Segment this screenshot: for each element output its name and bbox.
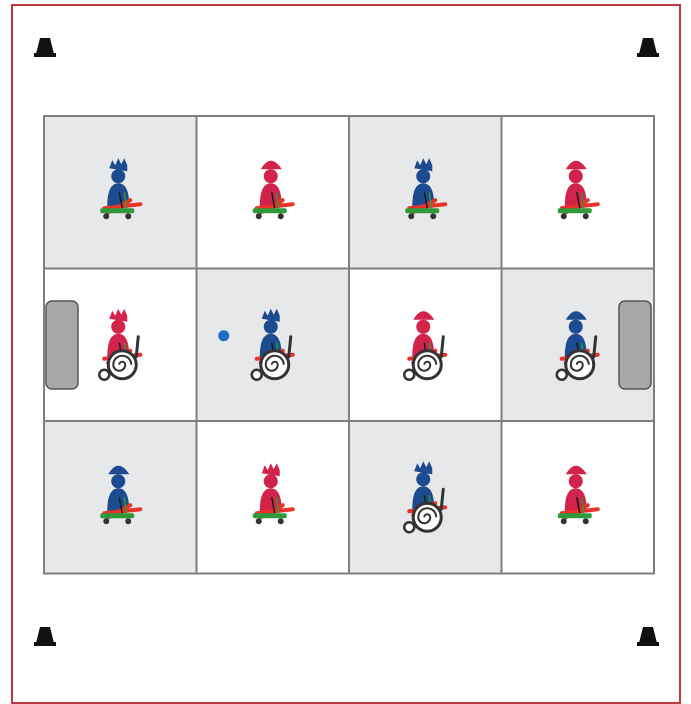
- scooter-board: [405, 208, 439, 213]
- caster-wheel: [404, 370, 414, 380]
- scooter-board: [253, 208, 287, 213]
- cone-bottom-right: [637, 627, 659, 646]
- scooter-wheel: [103, 213, 109, 219]
- scooter-board: [100, 513, 134, 518]
- chair-back: [289, 337, 291, 357]
- scooter-wheel: [256, 518, 262, 524]
- cone-top-left: [34, 38, 56, 57]
- chair-back: [441, 337, 443, 357]
- cone-top-right: [637, 38, 659, 57]
- head: [264, 320, 278, 334]
- head: [569, 474, 583, 488]
- caster-wheel: [252, 370, 262, 380]
- scooter-wheel: [583, 518, 589, 524]
- right-goal: [619, 301, 651, 389]
- head: [416, 320, 430, 334]
- chair-back: [136, 337, 138, 357]
- playing-field: [0, 0, 691, 675]
- head: [111, 474, 125, 488]
- scooter-board: [100, 208, 134, 213]
- left-goal: [46, 301, 78, 389]
- chair-back: [594, 337, 596, 357]
- head: [416, 472, 430, 486]
- scooter-board: [558, 513, 592, 518]
- head: [111, 169, 125, 183]
- scooter-wheel: [125, 518, 131, 524]
- ball: [218, 330, 229, 341]
- scooter-wheel: [103, 518, 109, 524]
- scooter-wheel: [430, 213, 436, 219]
- scooter-board: [253, 513, 287, 518]
- caster-wheel: [404, 522, 414, 532]
- scooter-wheel: [278, 518, 284, 524]
- scooter-wheel: [583, 213, 589, 219]
- scooter-wheel: [561, 213, 567, 219]
- head: [264, 474, 278, 488]
- field-diagram: [0, 0, 691, 675]
- caster-wheel: [99, 370, 109, 380]
- scooter-wheel: [278, 213, 284, 219]
- scooter-wheel: [125, 213, 131, 219]
- scooter-wheel: [561, 518, 567, 524]
- scooter-wheel: [408, 213, 414, 219]
- cone-bottom-left: [34, 627, 56, 646]
- scooter-wheel: [256, 213, 262, 219]
- head: [264, 169, 278, 183]
- scooter-board: [558, 208, 592, 213]
- caster-wheel: [557, 370, 567, 380]
- head: [569, 169, 583, 183]
- head: [111, 320, 125, 334]
- head: [569, 320, 583, 334]
- chair-back: [441, 489, 443, 509]
- head: [416, 169, 430, 183]
